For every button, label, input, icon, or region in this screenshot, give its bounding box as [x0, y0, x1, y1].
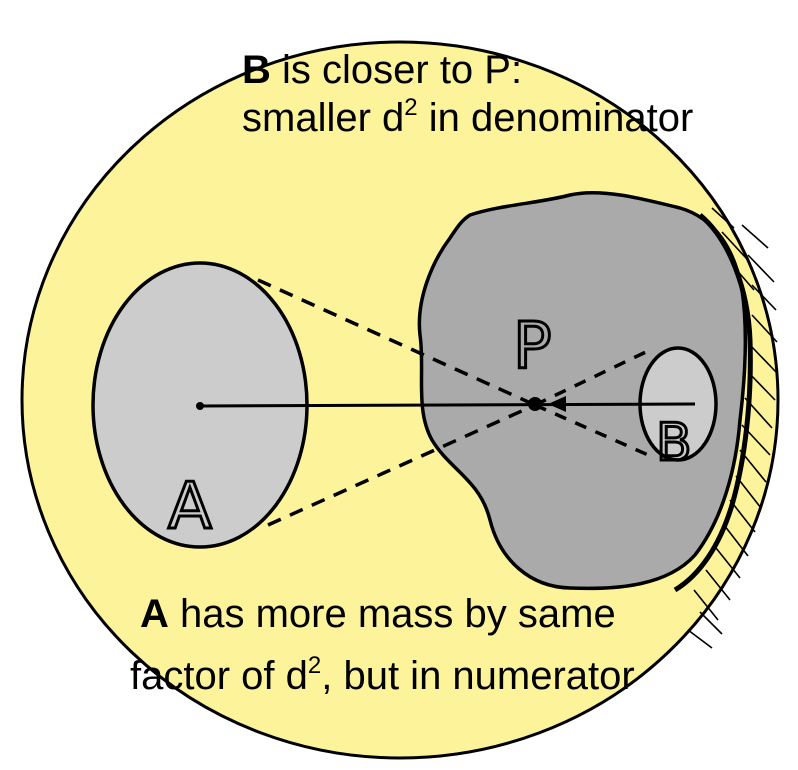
caption-top-sup: 2	[404, 93, 418, 121]
point-p	[528, 397, 542, 411]
caption-top-line2: smaller d2 in denominator	[242, 94, 693, 142]
caption-top-bold: B	[242, 48, 271, 92]
caption-top-rest: is closer to P:	[270, 48, 523, 92]
caption-bottom: A has more mass by same factor of d2, bu…	[130, 590, 635, 700]
arrowhead-p	[548, 396, 566, 412]
label-b: B	[656, 413, 692, 473]
caption-top-line1: B is closer to P:	[242, 46, 693, 94]
cone-lines-a	[257, 278, 536, 527]
caption-bottom-bold: A	[140, 592, 169, 636]
center-dot-a	[196, 402, 204, 410]
caption-bottom-rest: has more mass by same	[168, 592, 616, 636]
center-line	[199, 402, 696, 408]
caption-bottom-line2: factor of d2, but in numerator	[130, 652, 635, 700]
caption-top-post: in denominator	[417, 96, 694, 140]
gray-blob	[417, 190, 748, 591]
label-p: P	[513, 310, 552, 384]
caption-bottom-line1: A has more mass by same	[140, 590, 635, 638]
caption-top: B is closer to P: smaller d2 in denomina…	[242, 46, 693, 142]
label-a: A	[168, 470, 212, 544]
caption-bottom-pre: factor of d	[130, 654, 308, 698]
blob-edge-shadow	[673, 213, 753, 593]
caption-bottom-sup: 2	[307, 651, 322, 679]
caption-bottom-post: , but in numerator	[321, 654, 635, 698]
caption-top-pre: smaller d	[242, 96, 405, 140]
